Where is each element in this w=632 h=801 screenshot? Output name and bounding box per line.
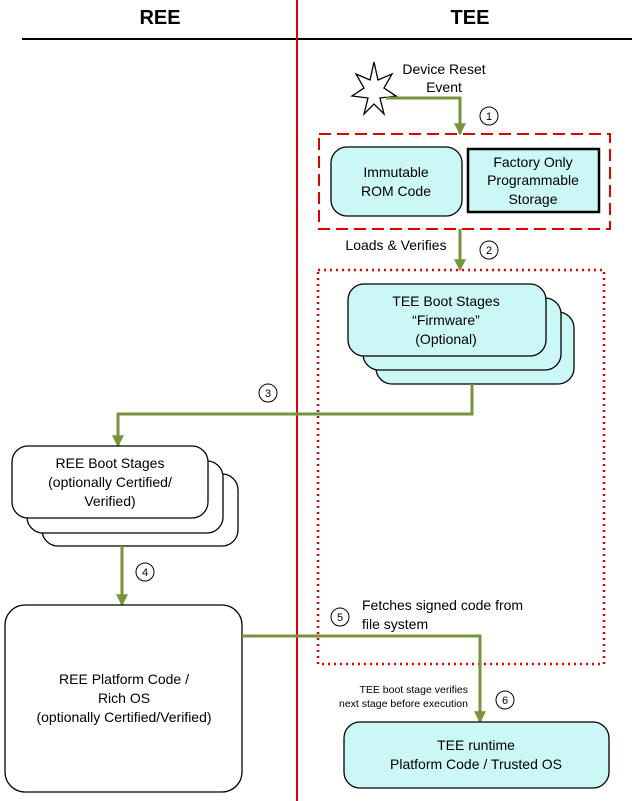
rom-code-label-1: Immutable bbox=[363, 164, 429, 180]
rom-trust-boundary bbox=[318, 133, 611, 230]
ree-platform-label-3: (optionally Certified/Verified) bbox=[36, 709, 211, 725]
tee-header: TEE bbox=[451, 7, 490, 29]
tee-runtime-label-2: Platform Code / Trusted OS bbox=[390, 756, 562, 772]
factory-storage-box bbox=[466, 147, 601, 214]
arrow-platform-to-tee-runtime bbox=[242, 634, 486, 724]
step-3-badge bbox=[258, 383, 278, 403]
step-5-badge bbox=[330, 607, 350, 627]
ree-platform-box bbox=[4, 604, 243, 793]
step-4-number: 4 bbox=[142, 567, 148, 579]
fetches-label-1: Fetches signed code from bbox=[362, 597, 523, 613]
ree-header: REE bbox=[139, 7, 180, 29]
step-5-number: 5 bbox=[337, 612, 343, 624]
reset-star-icon bbox=[350, 61, 398, 117]
ree-boot-label-3: Verified) bbox=[84, 493, 135, 509]
factory-storage-label-1: Factory Only bbox=[493, 154, 572, 170]
reset-event-label-1: Device Reset bbox=[402, 61, 485, 77]
tee-boot-stages-box bbox=[347, 283, 547, 357]
step-1-number: 1 bbox=[486, 111, 492, 123]
tee-runtime-label-1: TEE runtime bbox=[437, 737, 515, 753]
loads-verifies-label: Loads & Verifies bbox=[345, 237, 446, 253]
step-1-badge bbox=[479, 106, 499, 126]
fetches-label-2: file system bbox=[362, 616, 428, 632]
tee-boot-label-1: TEE Boot Stages bbox=[392, 293, 499, 309]
step-6-badge bbox=[495, 690, 515, 710]
rom-code-box bbox=[330, 146, 463, 217]
verify-note-2: next stage before execution bbox=[339, 698, 468, 710]
tee-runtime-box bbox=[343, 721, 610, 789]
step-2-number: 2 bbox=[486, 245, 492, 257]
reset-event-label-2: Event bbox=[426, 79, 462, 95]
arrow-reset-to-rom bbox=[386, 96, 466, 136]
ree-boot-label-1: REE Boot Stages bbox=[56, 455, 165, 471]
arrow-tee-boot-to-ree-boot bbox=[112, 384, 474, 448]
ree-platform-label-1: REE Platform Code / bbox=[59, 671, 189, 687]
step-3-number: 3 bbox=[265, 388, 271, 400]
tee-boot-label-2: “Firmware” bbox=[412, 312, 480, 328]
ree-platform-label-2: Rich OS bbox=[98, 690, 150, 706]
ree-boot-label-2: (optionally Certified/ bbox=[48, 474, 172, 490]
step-4-badge bbox=[135, 562, 155, 582]
ree-boot-stages-box bbox=[11, 445, 209, 519]
step-6-number: 6 bbox=[502, 695, 508, 707]
factory-storage-label-2: Programmable bbox=[487, 172, 579, 188]
factory-storage-label-3: Storage bbox=[508, 191, 557, 207]
rom-code-label-2: ROM Code bbox=[361, 183, 431, 199]
verify-note-1: TEE boot stage verifies bbox=[359, 684, 468, 696]
tee-firmware-region bbox=[316, 268, 606, 666]
tee-boot-label-3: (Optional) bbox=[415, 331, 476, 347]
step-2-badge bbox=[479, 240, 499, 260]
